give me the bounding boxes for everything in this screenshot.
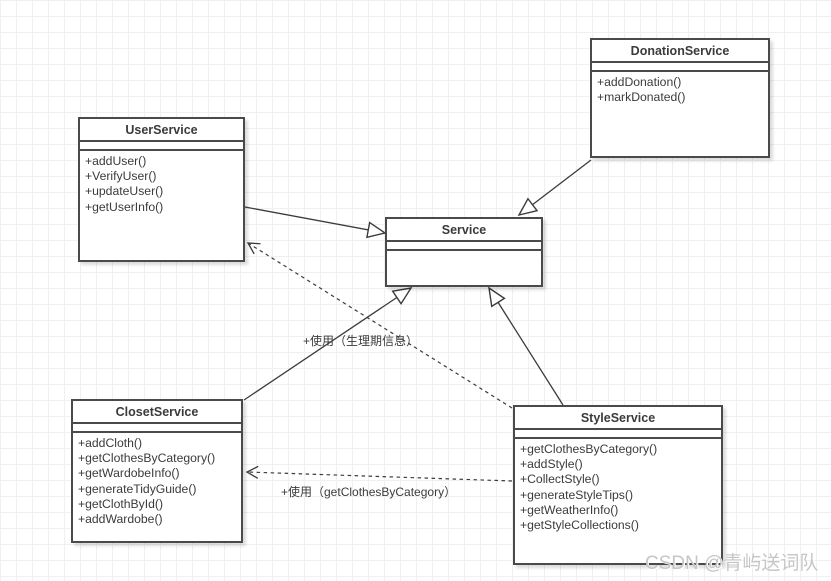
method-item: +getStyleCollections() <box>520 518 639 533</box>
generalization-userservice-to-service <box>244 206 385 233</box>
class-title: ClosetService <box>73 401 241 424</box>
method-item: +CollectStyle() <box>520 472 600 487</box>
method-item: +getUserInfo() <box>85 199 164 214</box>
method-item: +getClothById() <box>78 496 164 511</box>
class-attributes-compartment <box>515 430 721 439</box>
class-methods-compartment: +getClothesByCategory() +addStyle() +Col… <box>515 439 721 533</box>
class-box-service[interactable]: Service <box>385 217 543 287</box>
method-item: +updateUser() <box>85 184 164 199</box>
class-attributes-compartment <box>387 242 541 251</box>
class-title: StyleService <box>515 407 721 430</box>
method-item: +addUser() <box>85 154 147 168</box>
csdn-watermark: CSDN @青屿送词队 <box>645 553 819 574</box>
class-box-styleservice[interactable]: StyleService +getClothesByCategory() +ad… <box>513 405 723 565</box>
method-item: +getClothesByCategory() <box>520 442 658 456</box>
class-title: UserService <box>80 119 243 142</box>
method-item: +addStyle() <box>520 457 583 472</box>
method-item: +VerifyUser() <box>85 169 157 184</box>
method-item: +getWeatherInfo() <box>520 502 619 517</box>
dependency-styleservice-to-closetservice <box>245 465 513 482</box>
class-methods-compartment: +addUser() +VerifyUser() +updateUser() +… <box>80 151 243 215</box>
method-item: +getWardobeInfo() <box>78 466 180 481</box>
generalization-styleservice-to-service <box>489 288 564 406</box>
class-title: DonationService <box>592 40 768 63</box>
class-attributes-compartment <box>80 142 243 151</box>
class-box-donationservice[interactable]: DonationService +addDonation() +markDona… <box>590 38 770 158</box>
dependency-label-get-clothes-by-category: +使用（getClothesByCategory） <box>281 485 457 499</box>
class-attributes-compartment <box>73 424 241 433</box>
class-methods-compartment: +addDonation() +markDonated() <box>592 72 768 105</box>
method-item: +getClothesByCategory() <box>78 451 216 466</box>
method-item: +addDonation() <box>597 75 682 89</box>
method-item: +addWardobe() <box>78 512 163 527</box>
method-item: +generateTidyGuide() <box>78 481 197 496</box>
method-item: +markDonated() <box>597 90 686 105</box>
class-attributes-compartment <box>592 63 768 72</box>
generalization-donationservice-to-service <box>519 159 592 215</box>
class-box-userservice[interactable]: UserService +addUser() +VerifyUser() +up… <box>78 117 245 262</box>
dependency-label-physio-info: +使用（生理期信息） <box>303 334 419 348</box>
class-title: Service <box>387 219 541 242</box>
class-methods-compartment <box>387 251 541 254</box>
class-methods-compartment: +addCloth() +getClothesByCategory() +get… <box>73 433 241 527</box>
method-item: +generateStyleTips() <box>520 487 634 502</box>
method-item: +addCloth() <box>78 436 143 450</box>
class-box-closetservice[interactable]: ClosetService +addCloth() +getClothesByC… <box>71 399 243 543</box>
